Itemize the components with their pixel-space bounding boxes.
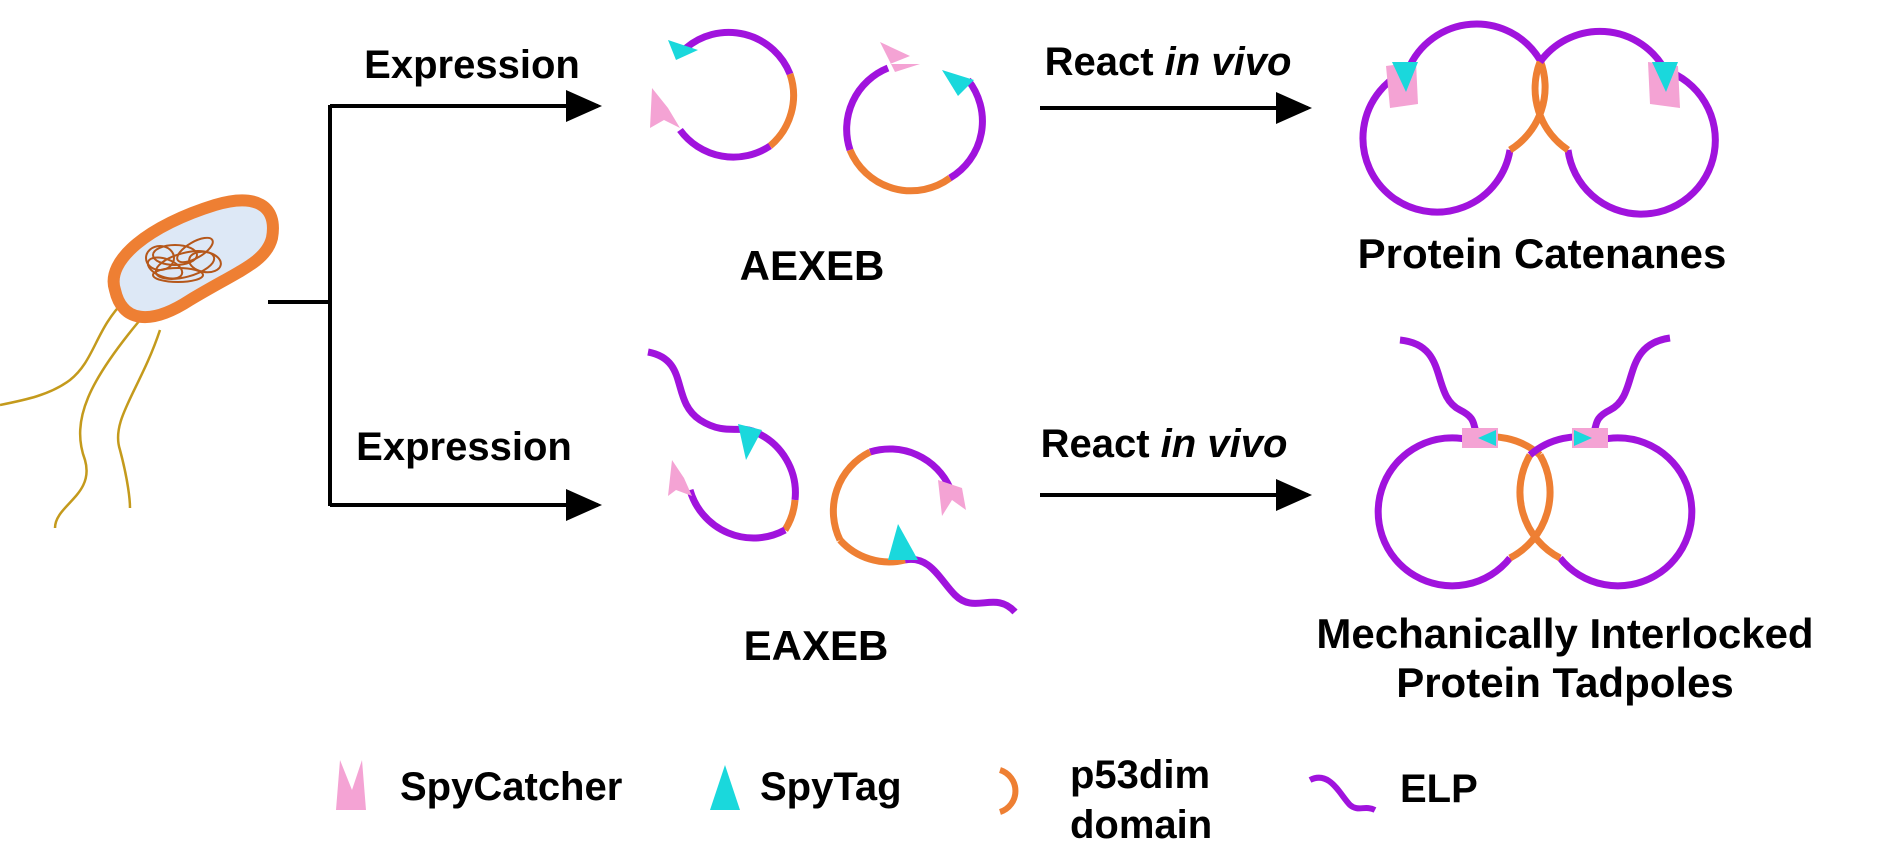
catenane-label: Protein Catenanes: [1358, 230, 1727, 277]
spycatcher-icon: [336, 760, 366, 810]
top-expression-label: Expression: [364, 43, 580, 87]
eaxeb-label: EAXEB: [744, 622, 889, 669]
top-react-label: React in vivo: [1045, 40, 1292, 84]
protein-tadpole: [1374, 334, 1696, 590]
branch-connector: [268, 90, 1312, 521]
p53dim-icon: [998, 767, 1019, 815]
tadpole-label-line2: Protein Tadpoles: [1396, 659, 1734, 706]
tadpole-label-line1: Mechanically Interlocked: [1316, 610, 1813, 657]
legend: SpyCatcher SpyTag p53dim domain ELP: [336, 753, 1478, 847]
legend-p53dim-label-line1: p53dim: [1070, 753, 1210, 797]
eaxeb-monomer-2: [829, 445, 1018, 615]
aexeb-monomer-2: [843, 42, 986, 195]
aexeb-label: AEXEB: [740, 242, 885, 289]
legend-spytag-label: SpyTag: [760, 765, 902, 809]
elp-icon: [1308, 774, 1377, 813]
protein-catenane: [1359, 20, 1719, 218]
bottom-expression-label: Expression: [356, 425, 572, 469]
aexeb-monomer-1: [650, 28, 798, 161]
legend-elp-label: ELP: [1400, 767, 1478, 811]
bottom-react-label: React in vivo: [1041, 422, 1288, 466]
bacterium-icon: [0, 194, 279, 529]
legend-p53dim-label-line2: domain: [1070, 803, 1212, 847]
legend-spycatcher-label: SpyCatcher: [400, 765, 622, 809]
spytag-icon: [710, 765, 740, 810]
eaxeb-monomer-1: [647, 348, 799, 542]
